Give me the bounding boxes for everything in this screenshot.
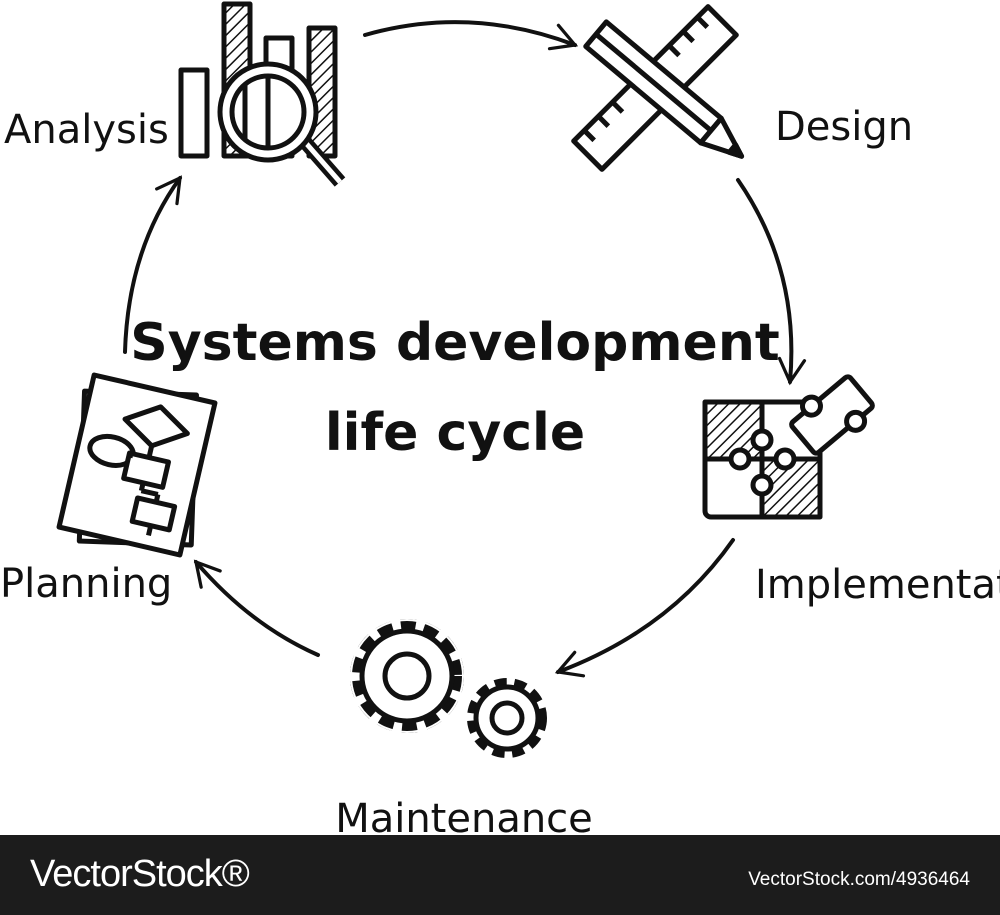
stage-label-planning: Planning [0,561,172,607]
stage-label-design: Design [775,104,913,150]
diagram-title-line1: Systems development [130,313,779,373]
stock-id-text: VectorStock.com/4936464 [748,869,970,890]
ruler-pencil-icon [571,4,745,172]
arrow-implementation-to-maintenance [554,538,735,678]
watermark-footer: VectorStock® VectorStock.com/4936464 [0,835,1000,915]
stage-label-maintenance: Maintenance [335,796,593,835]
stage-label-analysis: Analysis [4,107,169,153]
sdlc-diagram: Systems development life cycle Analysis [0,1,1000,835]
puzzle-icon [702,374,875,520]
diagram-title-line2: life cycle [325,403,585,463]
gears-icon [350,619,547,758]
flowchart-document-icon [56,372,218,558]
stage-label-implementation: Implementation [755,562,1000,608]
analysis-chart-magnifier-icon [178,1,346,187]
arrow-planning-to-analysis [123,175,182,354]
arrow-analysis-to-design [363,20,579,51]
vectorstock-logo: VectorStock® [30,853,250,895]
arrow-maintenance-to-planning [193,559,320,657]
arrow-design-to-implementation [736,178,807,386]
